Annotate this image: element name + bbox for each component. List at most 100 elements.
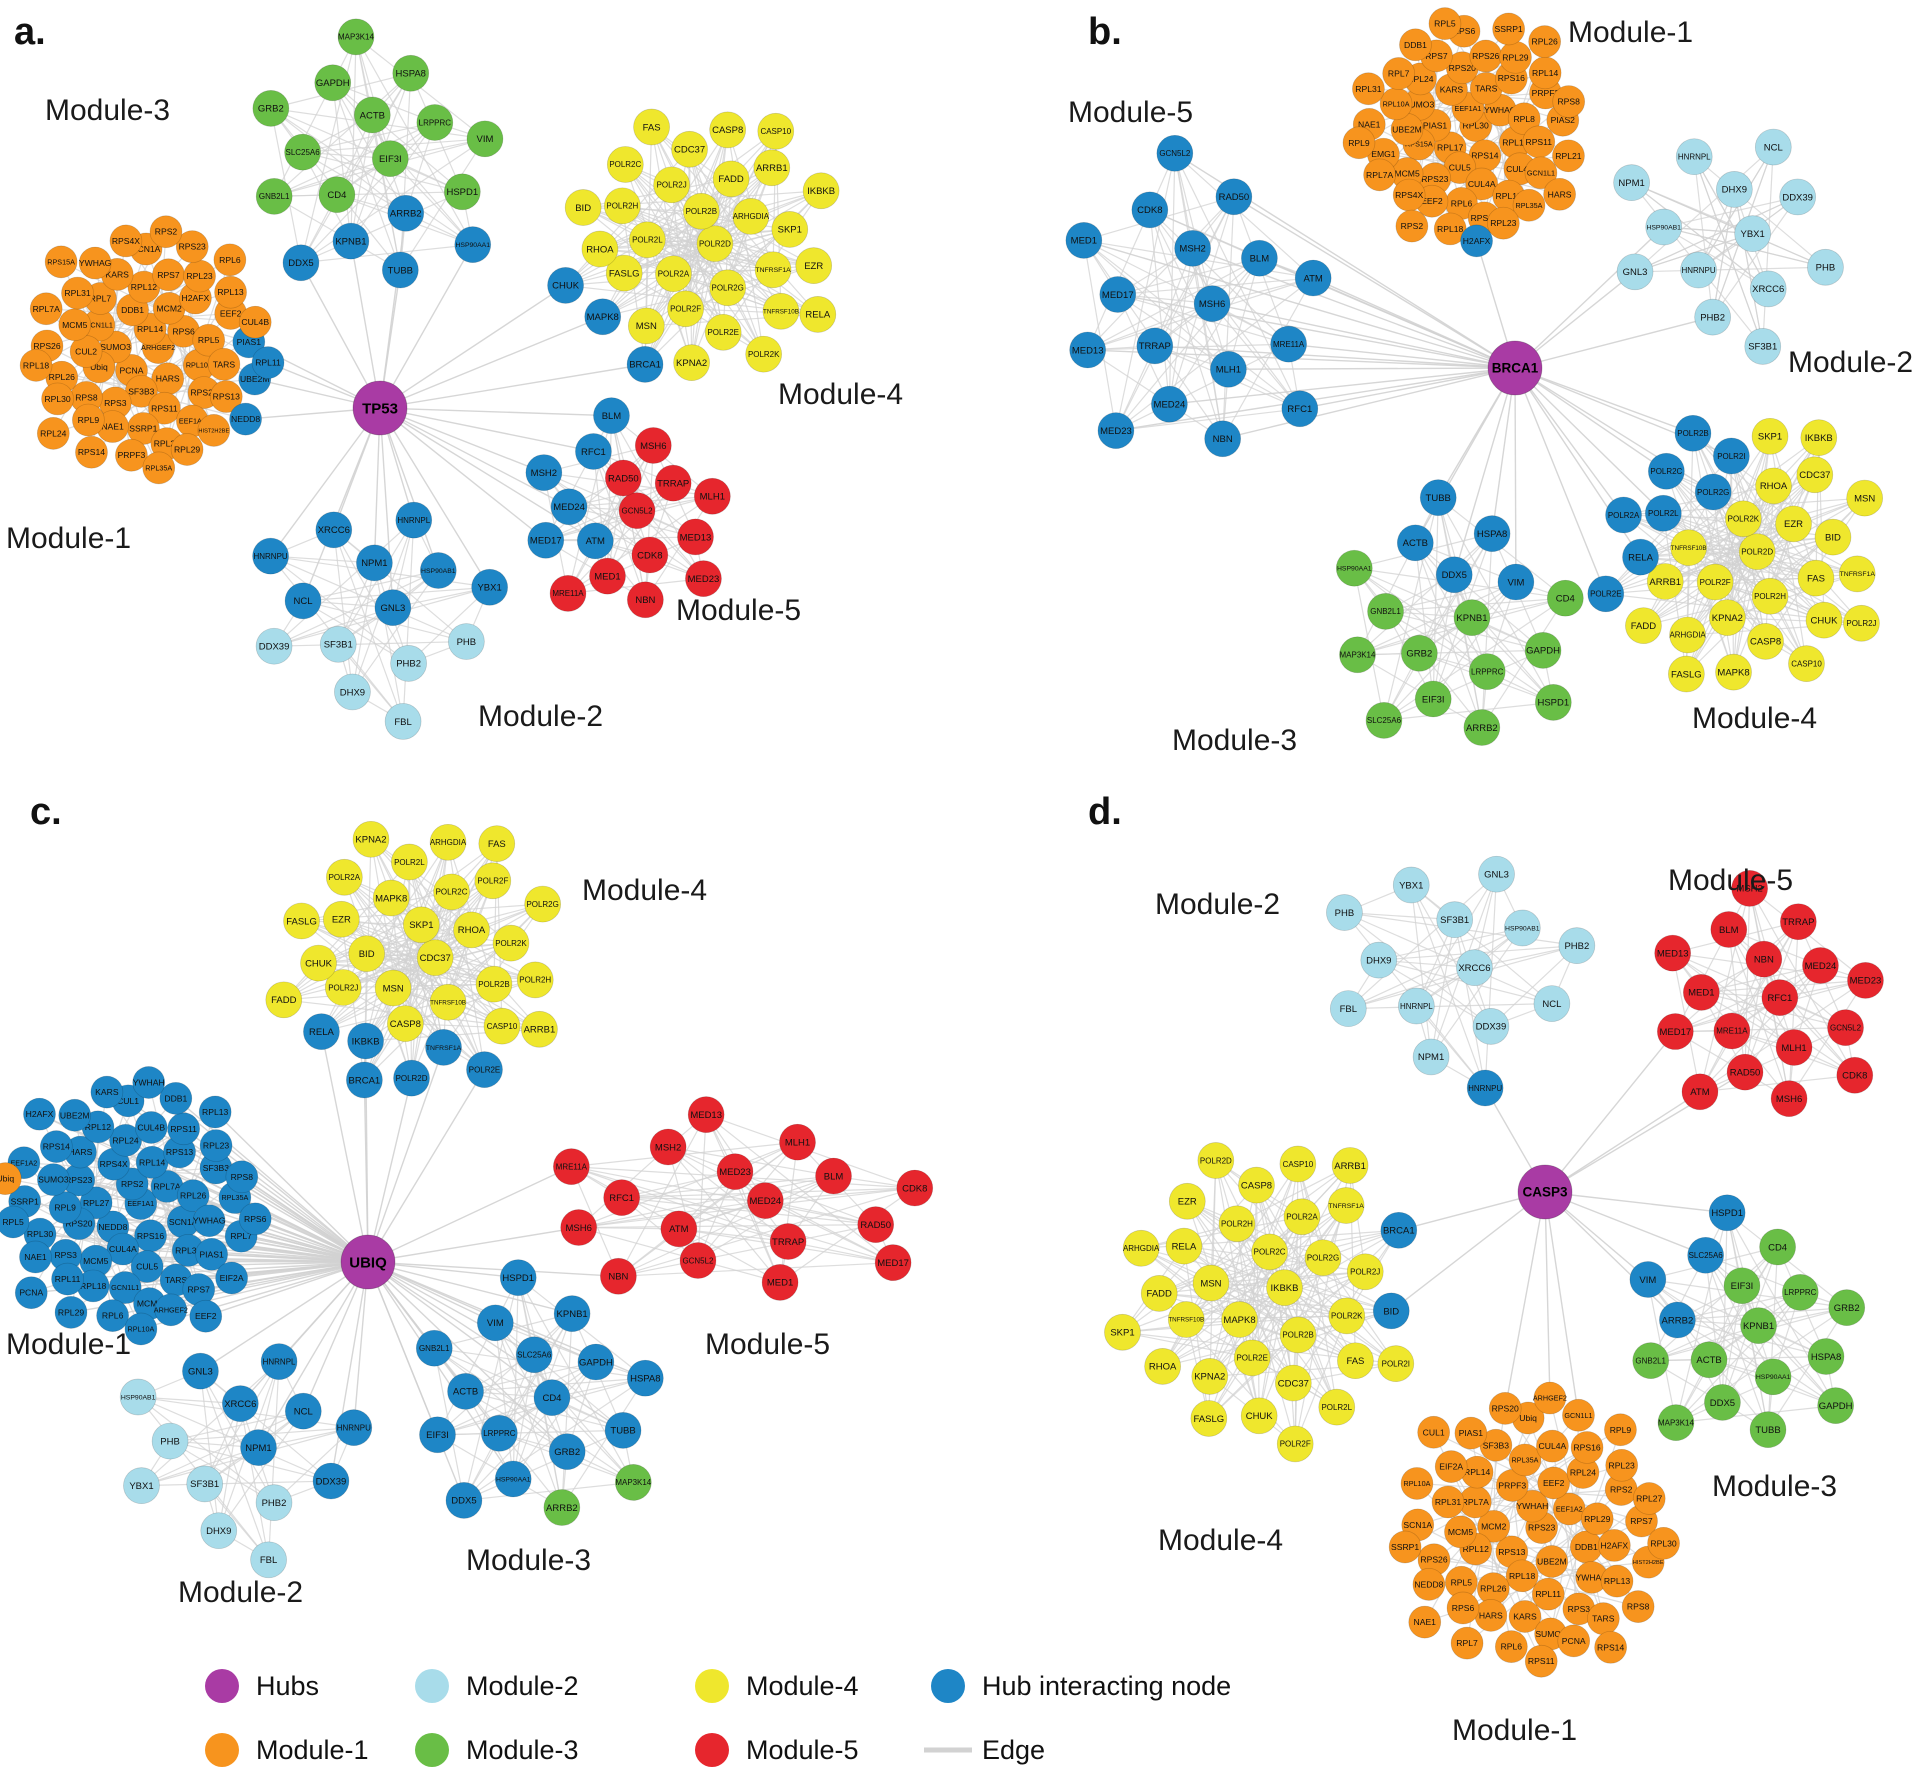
node-label: FADD: [1147, 1289, 1172, 1300]
node-shape: [1328, 1297, 1366, 1335]
node-shape: [1788, 645, 1825, 682]
legend-item-module-3: Module-3: [415, 1733, 579, 1767]
edge: [1357, 581, 1517, 656]
edge: [333, 529, 404, 722]
node-label: POLR2A: [658, 269, 690, 278]
node-phb: PHB: [1326, 894, 1363, 931]
node-label: HIST2H2BE: [198, 428, 229, 434]
node-shape: [415, 1329, 453, 1367]
edge: [1741, 1285, 1769, 1430]
legend-swatch: [205, 1733, 239, 1767]
node-shape: [19, 349, 53, 382]
node-skp1: SKP1: [403, 906, 440, 944]
node-shape: [547, 266, 584, 304]
node-label: GNB2L1: [1635, 1356, 1666, 1365]
node-label: POLR2H: [519, 976, 551, 985]
node-label: GAPDH: [579, 1357, 613, 1368]
node-label: EEF1A1: [127, 1199, 154, 1208]
node-chuk: CHUK: [547, 266, 584, 304]
node-shape: [332, 222, 370, 260]
node-rpl6: RPL6: [96, 1299, 129, 1332]
node-label: RFC1: [1767, 993, 1792, 1004]
node-shape: [1632, 1342, 1670, 1379]
node-shape: [606, 146, 644, 183]
legend-item-module-1: Module-1: [205, 1733, 369, 1767]
legend: HubsModule-1Module-2Module-3Module-4Modu…: [205, 1669, 1231, 1767]
node-shape: [1755, 467, 1792, 505]
node-shape: [1446, 1591, 1480, 1625]
node-sf3b1: SF3B1: [186, 1465, 224, 1503]
node-label: MAPK8: [375, 893, 407, 904]
node-rps14: RPS14: [75, 435, 108, 469]
node-shape: [1723, 1267, 1761, 1305]
node-shape: [1190, 1400, 1228, 1437]
edge: [1749, 888, 1856, 1076]
node-label: RPL7A: [1462, 1497, 1489, 1507]
node-shape: [1657, 1404, 1695, 1441]
edge: [367, 1261, 624, 1431]
node-shape: [374, 969, 412, 1007]
node-label: EIF3I: [1731, 1281, 1754, 1292]
edge: [141, 1410, 304, 1487]
node-label: IKBKB: [807, 186, 835, 197]
node-label: RPL31: [1435, 1497, 1461, 1507]
node-shape: [324, 969, 362, 1006]
node-shape: [115, 438, 148, 472]
node-polr2c: POLR2C: [606, 146, 644, 183]
node-kpna2: KPNA2: [1709, 599, 1746, 636]
node-shape: [416, 104, 454, 141]
node-polr2l: POLR2L: [391, 843, 428, 881]
node-shape: [1274, 1364, 1312, 1402]
module-label: Module-5: [676, 594, 801, 627]
node-label: ARRB1: [756, 163, 788, 174]
node-label: RPL6: [102, 1311, 124, 1321]
node-cdk8: CDK8: [631, 536, 669, 574]
edge: [1727, 573, 1858, 619]
node-shape: [626, 1359, 664, 1397]
node-skp1: SKP1: [1104, 1313, 1141, 1351]
node-rps7: RPS7: [152, 258, 185, 292]
node-msh6: MSH6: [1193, 285, 1231, 322]
node-shape: [709, 111, 747, 149]
node-label: POLR2L: [394, 858, 425, 867]
edge: [1763, 959, 1790, 1099]
edge: [367, 1077, 413, 1263]
edge: [321, 942, 512, 1033]
node-shape: [603, 1179, 641, 1216]
node-label: RELA: [1628, 552, 1653, 563]
node-h2afx: H2AFX: [1460, 224, 1493, 258]
edge: [218, 1410, 304, 1532]
node-label: MCM5: [1394, 168, 1420, 178]
node-label: CUL4A: [1468, 179, 1496, 189]
node-phb: PHB: [1807, 248, 1844, 286]
node-shape: [667, 290, 704, 328]
node-ssrp1: SSRP1: [1388, 1530, 1422, 1564]
node-label: RPS4X: [1395, 190, 1423, 200]
node-label: GNL3: [188, 1366, 213, 1377]
node-kpna2: KPNA2: [352, 820, 390, 858]
node-rpl24: RPL24: [36, 417, 70, 450]
node-shape: [346, 1061, 383, 1099]
node-label: MRE11A: [1273, 340, 1305, 349]
node-shape: [815, 1157, 852, 1195]
node-shape: [584, 298, 622, 336]
node-label: ARRB2: [390, 209, 422, 220]
edge: [1514, 367, 1667, 472]
node-label: RFC1: [1287, 404, 1312, 415]
node-label: FASLG: [286, 916, 317, 927]
node-label: SF3B1: [190, 1479, 219, 1490]
node-shape: [75, 435, 108, 469]
node-shape: [1546, 579, 1584, 617]
node-shape: [575, 433, 612, 470]
node-label: CASP10: [487, 1022, 518, 1031]
node-label: PCNA: [120, 365, 144, 375]
node-label: YBX1: [1399, 880, 1423, 891]
node-rad50: RAD50: [1726, 1053, 1764, 1091]
node-shape: [1645, 208, 1683, 246]
node-label: PIAS1: [199, 1249, 224, 1259]
node-casp10: CASP10: [757, 112, 795, 150]
node-label: SF3B3: [128, 386, 154, 396]
edge: [367, 1226, 579, 1263]
node-label: POLR2A: [1286, 1213, 1318, 1222]
node-casp8: CASP8: [387, 1005, 424, 1042]
